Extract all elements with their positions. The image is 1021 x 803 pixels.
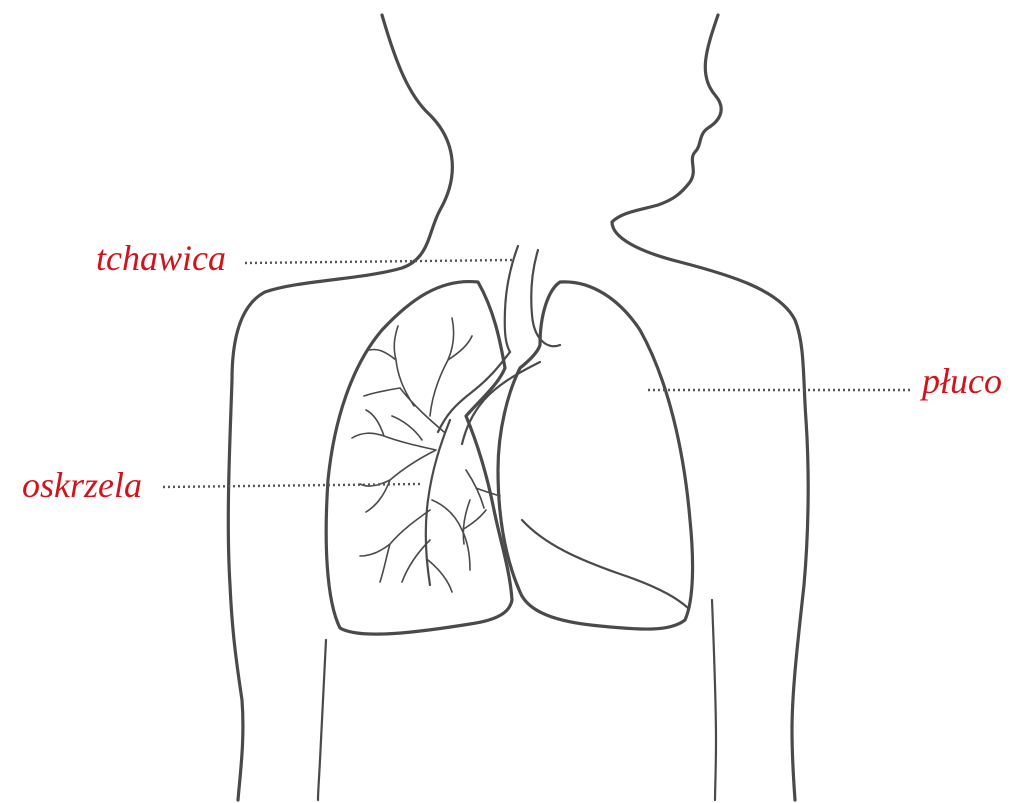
- body-left-outline: [228, 15, 452, 800]
- body-right-lower-line: [712, 600, 716, 800]
- right-lung-outline: [498, 282, 693, 629]
- trachea-leader-line: [245, 260, 512, 263]
- right-lung: [498, 282, 693, 629]
- body-right-outline: [612, 15, 808, 800]
- left-main-bronchus: [438, 352, 510, 432]
- trachea-left-wall: [505, 246, 518, 352]
- left-lung-outline: [326, 282, 512, 635]
- bronchus-upper: [364, 318, 472, 432]
- lung-label: płuco: [922, 363, 1002, 399]
- body-left-lower-line: [318, 640, 326, 800]
- right-lung-lobe-line: [522, 520, 688, 608]
- trachea-right-wall: [531, 250, 560, 346]
- left-lung: [326, 282, 512, 635]
- bronchial-tree: [352, 318, 500, 592]
- bronchus-lower: [360, 500, 486, 592]
- trachea-label: tchawica: [96, 240, 226, 276]
- bronchi-label: oskrzela: [22, 467, 142, 503]
- bronchus-middle: [352, 410, 436, 512]
- body-outline: [228, 15, 808, 800]
